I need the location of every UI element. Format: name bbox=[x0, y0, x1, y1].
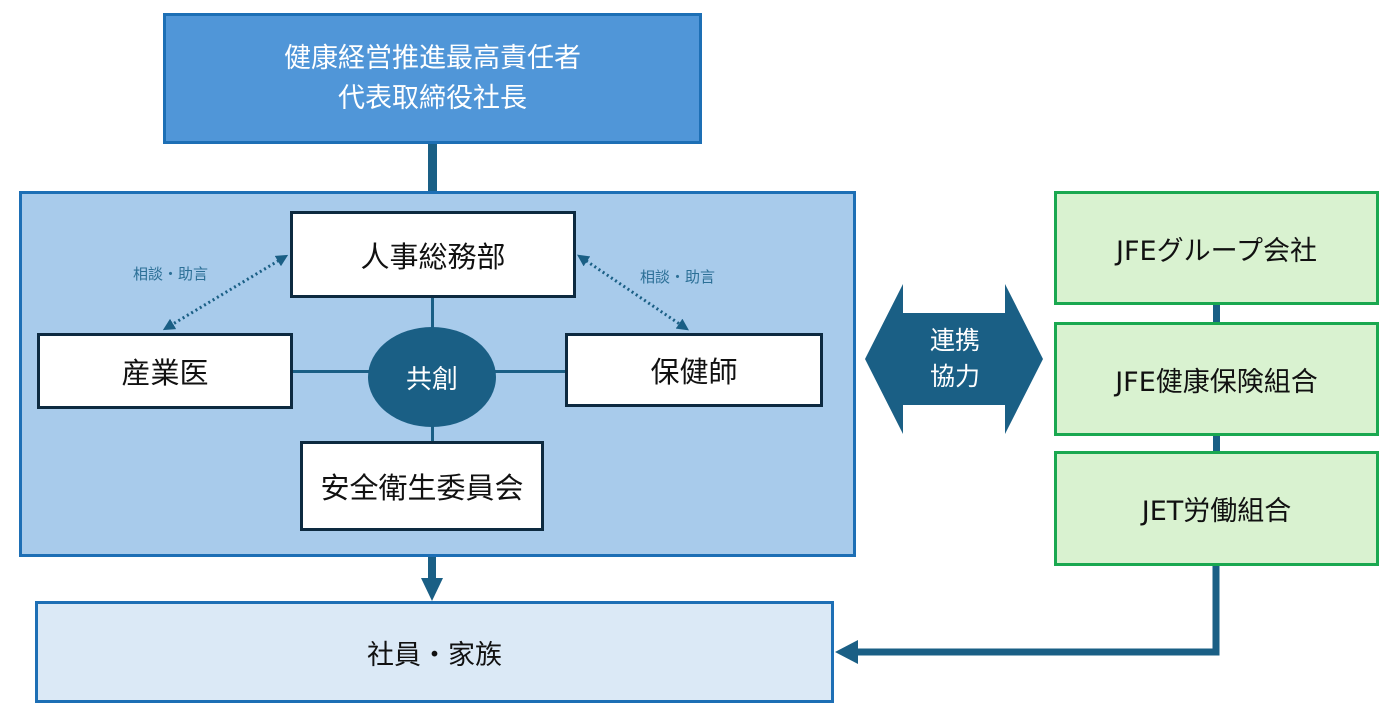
partner-label: JET労働組合 bbox=[1141, 496, 1292, 527]
chief-health-officer-title: 健康経営推進最高責任者 bbox=[284, 42, 581, 74]
employees-family-label: 社員・家族 bbox=[367, 639, 502, 671]
collaboration-label: 連携 協力 bbox=[912, 323, 998, 395]
collaboration-line1: 連携 bbox=[929, 326, 980, 355]
consult-advice-label-right: 相談・助言 bbox=[640, 268, 716, 286]
partner-box-jfe-group: JFEグループ会社 bbox=[1054, 191, 1379, 305]
partner-label: JFE健康保険組合 bbox=[1115, 366, 1318, 398]
partner-label: JFEグループ会社 bbox=[1116, 235, 1317, 267]
co-creation-label: 共創 bbox=[405, 364, 458, 395]
public-health-nurse-label: 保健師 bbox=[650, 355, 738, 389]
co-creation-ellipse: 共創 bbox=[368, 327, 496, 427]
public-health-nurse-box: 保健師 bbox=[565, 333, 823, 407]
hr-department-box: 人事総務部 bbox=[290, 211, 576, 298]
consult-advice-label-left: 相談・助言 bbox=[133, 265, 209, 283]
safety-health-committee-box: 安全衛生委員会 bbox=[300, 441, 544, 531]
partner-connector-2 bbox=[1213, 436, 1220, 451]
chief-health-officer-role: 代表取締役社長 bbox=[338, 82, 527, 114]
connector-co-creation-nurse bbox=[495, 370, 566, 373]
connector-co-creation-committee bbox=[431, 426, 434, 442]
arrow-panel-to-employees-head bbox=[421, 578, 443, 601]
occupational-physician-label: 産業医 bbox=[121, 356, 209, 390]
partner-box-labor-union: JET労働組合 bbox=[1054, 451, 1379, 566]
connector-hr-co-creation bbox=[431, 298, 434, 328]
occupational-physician-box: 産業医 bbox=[37, 333, 293, 409]
hr-department-label: 人事総務部 bbox=[360, 239, 506, 274]
chief-health-officer-box: 健康経営推進最高責任者 代表取締役社長 bbox=[163, 13, 702, 144]
connector-physician-co-creation bbox=[293, 370, 369, 373]
arrow-panel-to-employees-shaft bbox=[428, 557, 436, 579]
partner-connector-1 bbox=[1213, 305, 1220, 322]
connector-top-to-panel bbox=[428, 144, 437, 192]
arrow-partners-to-employees bbox=[858, 566, 1220, 656]
employees-family-box: 社員・家族 bbox=[35, 601, 834, 703]
collaboration-line2: 協力 bbox=[929, 362, 980, 391]
safety-health-committee-label: 安全衛生委員会 bbox=[320, 471, 524, 505]
arrow-partners-to-employees-head bbox=[835, 640, 858, 664]
partner-box-health-insurance: JFE健康保険組合 bbox=[1054, 322, 1379, 436]
